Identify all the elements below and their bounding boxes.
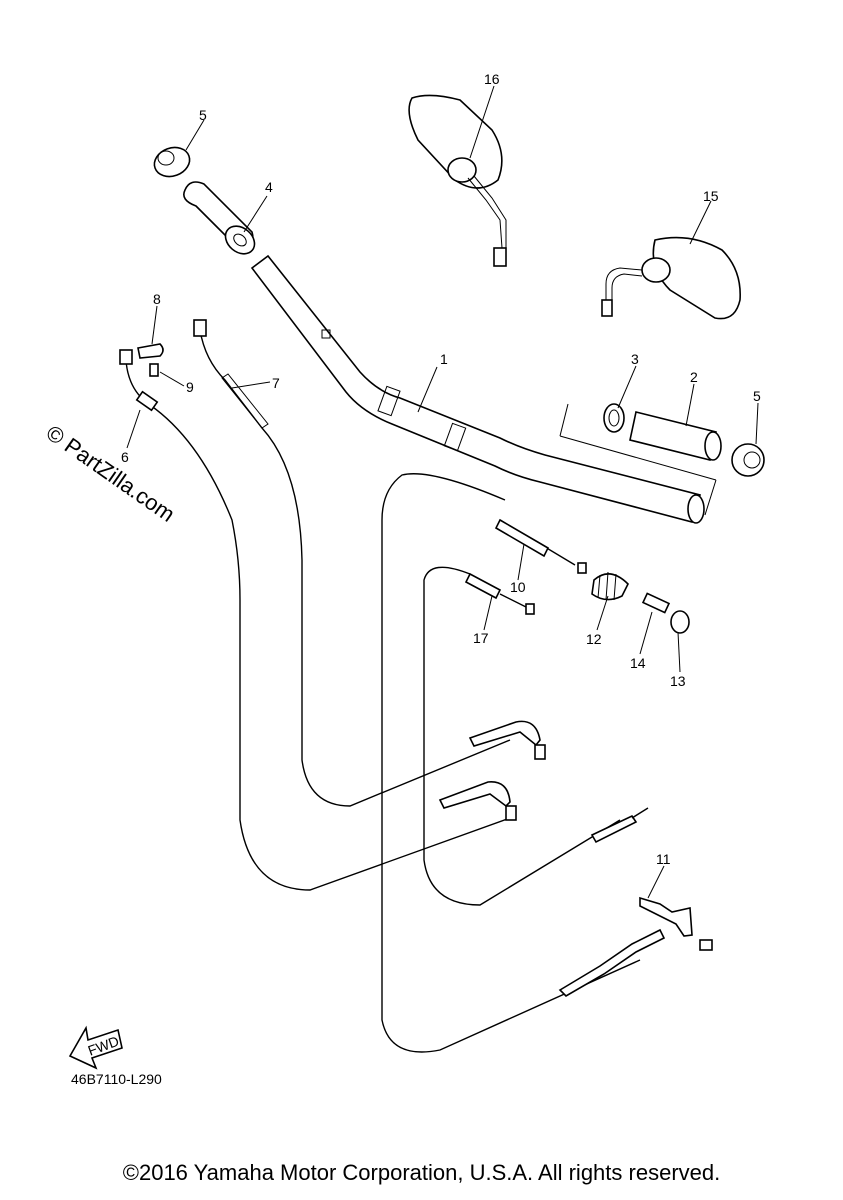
callout-3: 3 bbox=[631, 351, 639, 367]
grip-end-weight-left[interactable] bbox=[150, 143, 193, 182]
brake-hose[interactable] bbox=[119, 349, 511, 891]
callout-13: 13 bbox=[670, 673, 686, 689]
copyright-notice: ©2016 Yamaha Motor Corporation, U.S.A. A… bbox=[122, 1160, 721, 1185]
callout-labels: 1 2 3 4 5 5 6 7 8 9 10 11 12 13 14 15 16… bbox=[121, 71, 761, 867]
mirror-left[interactable] bbox=[601, 236, 741, 320]
cable-17[interactable] bbox=[423, 566, 621, 906]
cable-end-left[interactable] bbox=[468, 720, 546, 760]
callout-10: 10 bbox=[510, 579, 526, 595]
callout-17: 17 bbox=[473, 630, 489, 646]
callout-5-right: 5 bbox=[753, 388, 761, 404]
adjuster-bolt[interactable] bbox=[641, 592, 671, 614]
callout-12: 12 bbox=[586, 631, 602, 647]
left-grip[interactable] bbox=[183, 181, 260, 259]
adjuster-boot[interactable] bbox=[591, 571, 629, 601]
callout-7: 7 bbox=[272, 375, 280, 391]
callout-8: 8 bbox=[153, 291, 161, 307]
callout-2: 2 bbox=[690, 369, 698, 385]
diagram-code: 46B7110-L290 bbox=[71, 1071, 162, 1087]
callout-6: 6 bbox=[121, 449, 129, 465]
callout-4: 4 bbox=[265, 179, 273, 195]
callout-14: 14 bbox=[630, 655, 646, 671]
collar[interactable] bbox=[603, 403, 625, 433]
mirror-right-upper[interactable] bbox=[408, 94, 507, 267]
callout-11: 11 bbox=[656, 851, 671, 867]
callout-9: 9 bbox=[186, 379, 194, 395]
grip-end-weight-right[interactable] bbox=[731, 443, 765, 477]
fwd-arrow-icon: FWD bbox=[68, 1025, 123, 1070]
handlebar[interactable] bbox=[250, 254, 705, 524]
callout-15: 15 bbox=[703, 188, 719, 204]
cable-end-right[interactable] bbox=[438, 781, 517, 821]
bolt[interactable] bbox=[149, 363, 159, 377]
leader-lines bbox=[126, 85, 759, 899]
cable-end-lower[interactable] bbox=[590, 807, 649, 844]
callout-1: 1 bbox=[440, 351, 448, 367]
clamp[interactable] bbox=[137, 343, 164, 359]
cable-bracket[interactable] bbox=[558, 896, 713, 998]
throttle-cable[interactable] bbox=[193, 319, 511, 807]
right-grip[interactable] bbox=[629, 411, 722, 461]
locknut[interactable] bbox=[670, 610, 690, 634]
callout-5-upper: 5 bbox=[199, 107, 207, 123]
clutch-cable[interactable] bbox=[381, 473, 641, 1053]
callout-16: 16 bbox=[484, 71, 500, 87]
